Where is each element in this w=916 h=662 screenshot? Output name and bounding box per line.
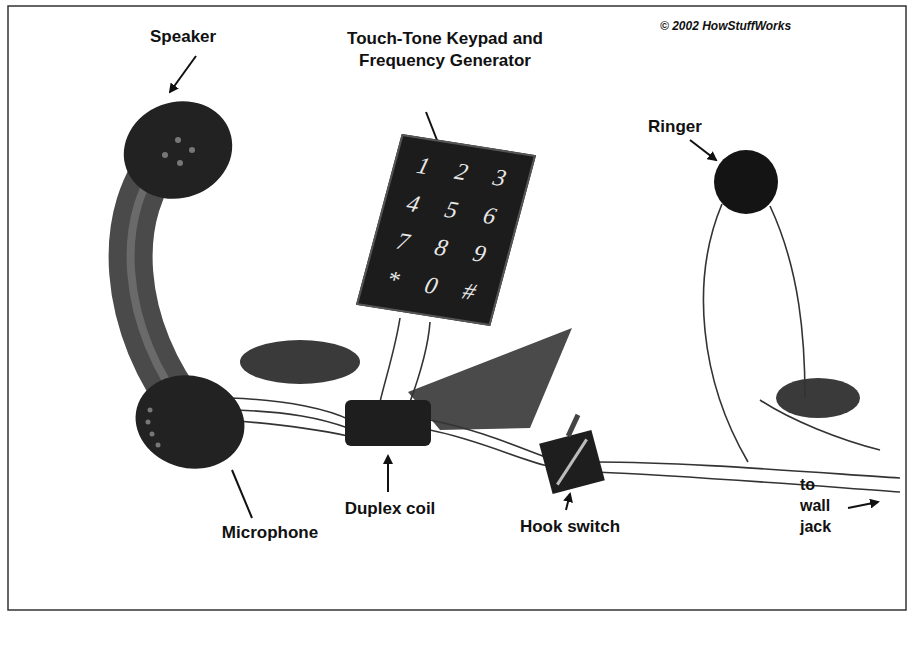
part-label: Ringer: [648, 116, 738, 138]
shadow: [240, 340, 360, 384]
part-label: Speaker: [150, 26, 250, 48]
ringer: [714, 150, 778, 214]
base-plate: [408, 328, 572, 430]
microphone-cup: [125, 363, 255, 480]
key-digit: 5: [427, 189, 475, 233]
key-digit: 1: [399, 145, 447, 189]
part-label: Touch-Tone Keypad and Frequency Generato…: [330, 28, 560, 72]
part-label: to wall jack: [800, 474, 846, 537]
frame: [8, 6, 906, 610]
key-digit: 0: [407, 265, 455, 309]
key-digit: 3: [475, 157, 523, 201]
microphone-holes: [146, 408, 161, 448]
speaker-holes: [162, 137, 195, 166]
key-digit: 9: [455, 233, 503, 277]
key-digit: *: [368, 259, 416, 303]
duplex-coil: [345, 400, 431, 446]
key-digit: #: [445, 271, 493, 315]
hook-switch: [535, 413, 605, 495]
shadow: [776, 378, 860, 418]
speaker-cup: [110, 86, 246, 214]
key-digit: 4: [389, 183, 437, 227]
part-label: Duplex coil: [325, 498, 455, 520]
leader-arrows: [170, 56, 878, 518]
key-digit: 6: [465, 195, 513, 239]
keypad: 123456789 *0#: [356, 134, 536, 326]
key-digit: 8: [417, 227, 465, 271]
key-digit: 7: [379, 221, 427, 265]
part-label: Microphone: [200, 522, 340, 544]
copyright-note: © 2002 HowStuffWorks: [660, 18, 890, 34]
part-label: Hook switch: [500, 516, 640, 538]
key-digit: 2: [437, 151, 485, 195]
